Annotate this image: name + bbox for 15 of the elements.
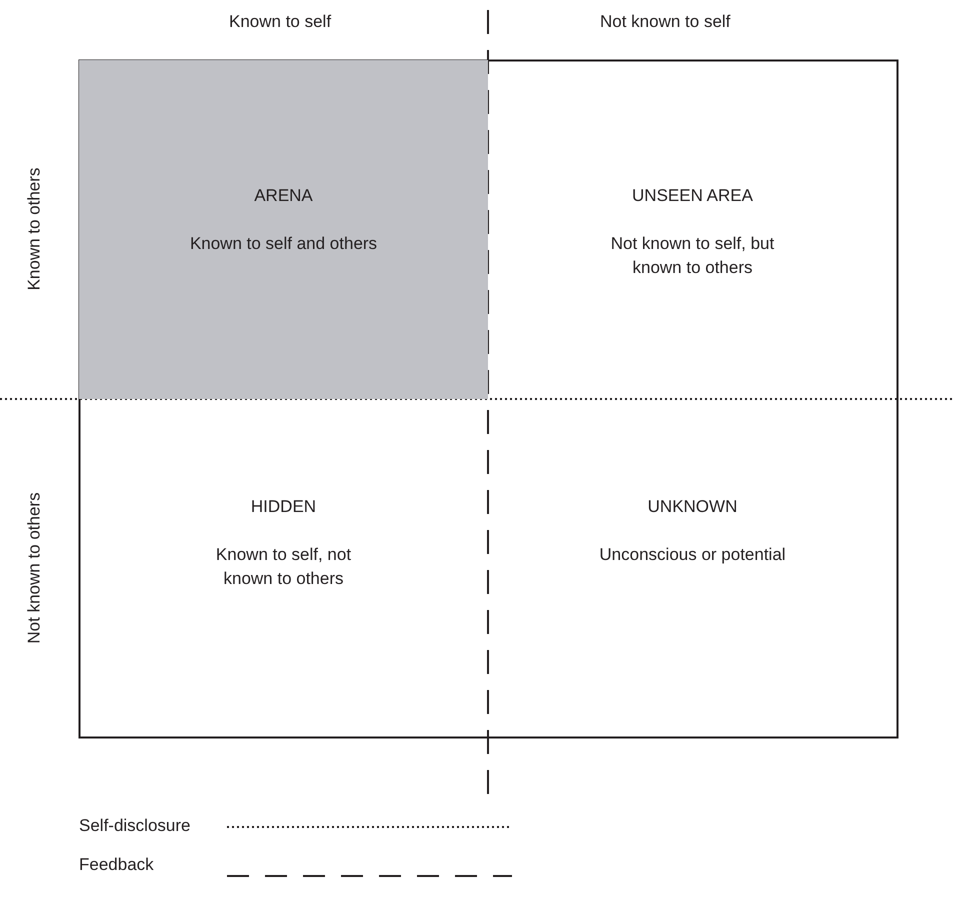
column-heading: Not known to self xyxy=(600,12,730,32)
legend-label: Feedback xyxy=(79,855,154,875)
row-heading: Known to others xyxy=(24,168,44,290)
quadrant-description: Not known to self, but known to others xyxy=(610,233,776,279)
quadrant-description: Known to self, not known to others xyxy=(214,544,352,590)
quadrant-description: Unconscious or potential xyxy=(598,544,787,566)
quadrant-title: UNSEEN AREA xyxy=(631,186,754,206)
quadrant-description: Known to self and others xyxy=(188,233,378,255)
quadrant-title: ARENA xyxy=(253,186,314,206)
legend-label: Self-disclosure xyxy=(79,816,190,836)
quadrant-title: UNKNOWN xyxy=(646,497,738,517)
shaded-quadrant xyxy=(79,60,488,399)
quadrant-title: HIDDEN xyxy=(250,497,318,517)
column-heading: Known to self xyxy=(229,12,332,32)
row-heading: Not known to others xyxy=(24,492,44,644)
